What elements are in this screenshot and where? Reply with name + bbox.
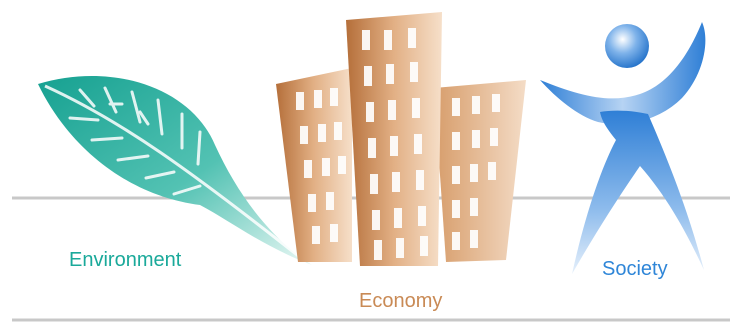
leaf-icon [38,75,312,265]
society-label: Society [602,258,668,280]
environment-label: Environment [69,249,182,271]
economy-label: Economy [359,290,443,312]
buildings-icon [276,12,526,266]
person-icon [540,22,706,274]
